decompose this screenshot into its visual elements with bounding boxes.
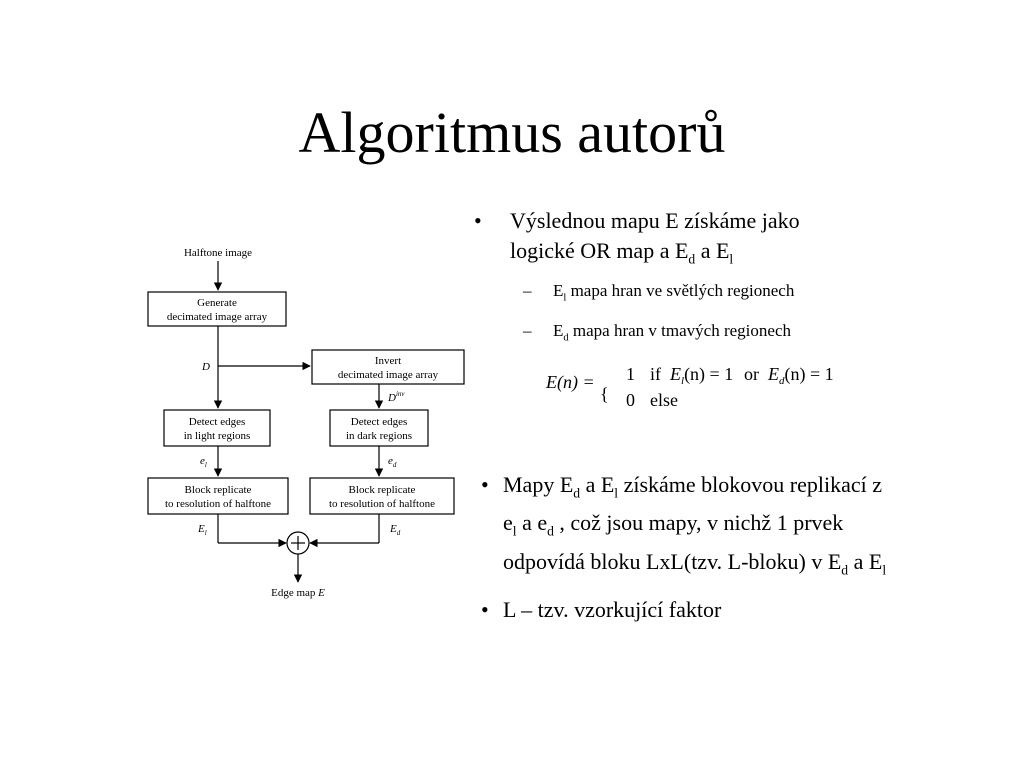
or-sum-node xyxy=(286,531,310,555)
svg-text:Ed(n) = 1: Ed(n) = 1 xyxy=(767,364,834,387)
svg-text:decimated image array: decimated image array xyxy=(167,311,268,323)
svg-text:Generate: Generate xyxy=(197,297,237,309)
svg-text:Detect edges: Detect edges xyxy=(351,416,408,428)
svg-text:decimated image array: decimated image array xyxy=(338,369,439,381)
label-d: D xyxy=(201,361,210,373)
svg-text:in light regions: in light regions xyxy=(184,430,251,442)
svg-text:else: else xyxy=(650,390,678,410)
bullet-list-bottom: • Mapy Ed a El získáme blokovou replikac… xyxy=(481,470,901,625)
label-el-upper: El xyxy=(197,523,207,537)
svg-text:0: 0 xyxy=(626,390,635,410)
label-ed: ed xyxy=(388,455,397,469)
block-replicate-right-box: Block replicate to resolution of halfton… xyxy=(309,477,455,515)
detect-light-box: Detect edges in light regions xyxy=(163,409,271,447)
detect-dark-box: Detect edges in dark regions xyxy=(329,409,429,447)
svg-text:El(n) = 1: El(n) = 1 xyxy=(669,364,733,387)
svg-text:if: if xyxy=(650,364,661,384)
flowchart-diagram: Halftone image Generate decimated image … xyxy=(147,247,465,599)
label-ed-upper: Ed xyxy=(389,523,401,537)
bullet-item-block-replication: • Mapy Ed a El získáme blokovou replikac… xyxy=(481,472,887,578)
svg-text:1: 1 xyxy=(626,364,635,384)
svg-text:or: or xyxy=(744,364,759,384)
block-replicate-left-box: Block replicate to resolution of halfton… xyxy=(147,477,289,515)
svg-text:to resolution of halftone: to resolution of halftone xyxy=(329,498,435,510)
invert-box: Invert decimated image array xyxy=(311,349,465,385)
svg-text:Invert: Invert xyxy=(375,355,401,367)
bullet-dot: • xyxy=(474,208,482,233)
output-label: Edge map E xyxy=(271,587,325,599)
generate-box: Generate decimated image array xyxy=(147,291,287,327)
slide-title: Algoritmus autorů xyxy=(298,100,726,165)
svg-text:to resolution of halftone: to resolution of halftone xyxy=(165,498,271,510)
sub-bullet-ed: – Ed mapa hran v tmavých regionech xyxy=(523,320,791,344)
label-d-inv: Dinv xyxy=(387,390,405,404)
svg-text:Block replicate: Block replicate xyxy=(349,484,416,496)
bullet-list-top: • Výslednou mapu E získáme jako logické … xyxy=(474,206,914,349)
svg-text:Detect edges: Detect edges xyxy=(189,416,246,428)
input-label: Halftone image xyxy=(184,247,252,259)
svg-text:in dark regions: in dark regions xyxy=(346,430,412,442)
edge-map-formula: E(n) = { 1 if El(n) = 1 or Ed(n) = 1 0 e… xyxy=(545,364,834,410)
bullet-item-result-map: • Výslednou mapu E získáme jako logické … xyxy=(474,208,800,267)
label-el: el xyxy=(200,455,207,469)
svg-text:E(n) =: E(n) = xyxy=(545,372,595,393)
svg-text:{: { xyxy=(600,384,609,404)
bullet-item-sampling-factor: • L – tzv. vzorkující faktor xyxy=(481,597,722,623)
svg-text:Block replicate: Block replicate xyxy=(185,484,252,496)
sub-bullet-el: – El mapa hran ve světlých regionech xyxy=(523,281,795,304)
